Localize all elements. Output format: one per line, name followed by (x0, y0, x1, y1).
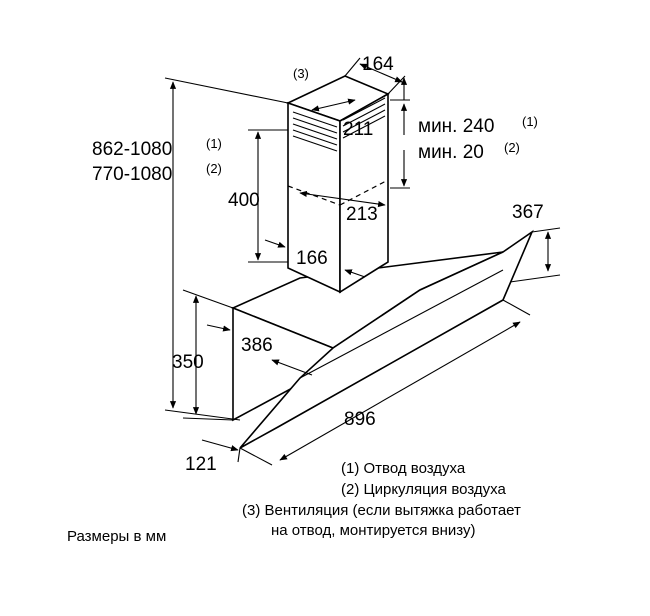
dim-min-240-ref: (1) (522, 114, 538, 129)
legend: (1) Отвод воздуха (2) Циркуляция воздуха… (242, 460, 521, 539)
legend-line-1: (1) Отвод воздуха (341, 460, 466, 477)
dim-min-20-ref: (2) (504, 140, 520, 155)
dim-front-depth: 121 (185, 454, 217, 475)
legend-line-3: (3) Вентиляция (если вытяжка работает (242, 502, 521, 519)
dim-body-height: 350 (172, 352, 204, 373)
dimension-lines (164, 57, 561, 466)
dim-height-range-2: 770-1080 (92, 164, 172, 185)
dim-height-range-1: 862-1080 (92, 139, 172, 160)
dim-height-range-2-ref: (2) (206, 161, 222, 176)
legend-line-4: на отвод, монтируется внизу) (271, 522, 475, 539)
dim-body-depth: 386 (241, 335, 273, 356)
dim-height-range-1-ref: (1) (206, 136, 222, 151)
dim-glass-height: 367 (512, 202, 544, 223)
dim-chimney-width-top: 211 (343, 119, 373, 140)
dim-chimney-height: 400 (228, 190, 260, 211)
units-note: Размеры в мм (67, 528, 166, 545)
vent-grille (292, 97, 386, 152)
dim-bracket-depth: 166 (296, 248, 328, 269)
dim-vent-ref: (3) (293, 66, 309, 81)
dim-chimney-width: 213 (346, 204, 378, 225)
dim-chimney-depth: 164 (362, 54, 394, 75)
legend-line-2: (2) Циркуляция воздуха (341, 481, 506, 498)
dim-min-240: мин. 240 (418, 116, 494, 137)
dim-total-width: 896 (344, 409, 376, 430)
dim-min-20: мин. 20 (418, 142, 484, 163)
